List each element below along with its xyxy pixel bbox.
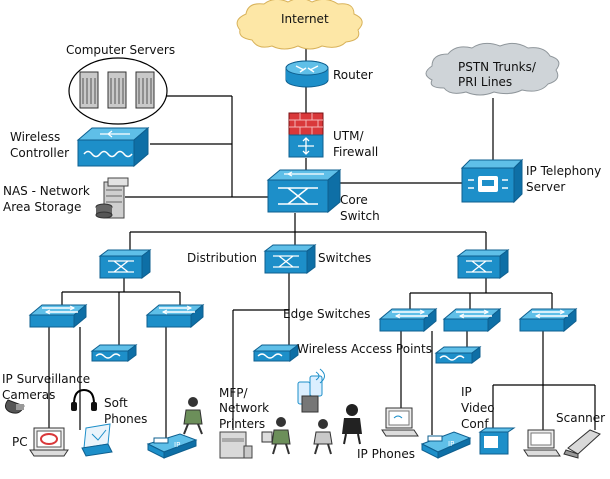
soft-phones-label-line1: Soft [104,396,128,410]
laptop-icon [81,423,113,457]
edge-switch-1-icon [29,304,87,328]
laptop-right-icon [523,429,561,457]
edge-switch-3-icon [379,308,437,332]
printer-icon [219,431,253,459]
distribution-switch-right-icon [457,249,509,279]
firewall-icon [288,112,324,158]
video-conference-icon [478,427,516,455]
distribution-switch-center-icon [264,244,316,274]
edge-switches-label: Edge Switches [283,307,370,321]
wireless-controller-label-line2: Controller [10,146,69,160]
pstn-cloud [425,42,560,96]
access-point-2-icon [253,344,299,362]
surveillance-label-line2: Cameras [2,388,55,402]
ip-telephony-server-icon [460,158,524,204]
distribution-switch-left-icon [99,249,151,279]
camera-icon [4,399,25,414]
pstn-label-line2: PRI Lines [458,75,512,89]
scanner-icon [563,429,601,459]
distribution-label: Distribution [187,251,257,265]
mfp-label-line1: MFP/ [219,386,248,400]
internet-cloud [236,0,363,50]
nas-label-line1: NAS - Network [3,184,90,198]
ip-video-label-line1: IP [461,385,472,399]
edge-switch-4-icon [443,308,501,332]
wireless-controller-icon [76,126,150,168]
ip-video-label-line2: Video [461,401,495,415]
svg-text:IP: IP [174,441,180,449]
users-group-icon [261,417,333,455]
scanner-label: Scanner [556,411,605,425]
pstn-label-line1: PSTN Trunks/ [458,60,537,74]
servers-label: Computer Servers [66,43,175,57]
core-switch-label-line2: Switch [340,209,380,223]
wap-label: Wireless Access Points [297,342,432,356]
soft-phones-label-line2: Phones [104,412,147,426]
edge-switch-5-icon [519,308,577,332]
pc-icon [29,427,69,457]
pc-label: PC [12,435,28,449]
internet-label: Internet [281,12,329,26]
utm-label-line1: UTM/ [333,129,364,143]
workstation-icon [381,407,419,437]
router-label: Router [333,68,373,82]
mfp-label-line3: Printers [219,417,265,431]
headset-icon [71,388,97,411]
nas-icon [95,177,129,219]
edge-switch-2-icon [146,304,204,328]
access-point-3-icon [435,346,481,364]
mfp-label-line2: Network [219,401,269,415]
svg-text:IP: IP [448,440,454,448]
wireless-controller-label-line1: Wireless [10,130,60,144]
router-icon [285,60,329,88]
servers-icon [68,57,168,125]
ip-phone-icon: IP [146,433,198,459]
core-switch-icon [266,168,342,214]
ip-telephony-label-line2: Server [526,180,565,194]
ip-phones-label: IP Phones [357,447,415,461]
user-person-icon [183,397,203,435]
nas-label-line2: Area Storage [3,200,81,214]
seated-user-icon [342,404,362,445]
core-switch-label-line1: Core [340,193,368,207]
ip-phone-right-icon: IP [420,431,472,459]
switches-label: Switches [318,251,371,265]
access-point-1-icon [91,344,137,362]
ip-telephony-label-line1: IP Telephony [526,164,601,178]
wireless-devices-icon [297,368,325,413]
ip-video-label-line3: Conf [461,417,489,431]
utm-label-line2: Firewall [333,145,378,159]
surveillance-label-line1: IP Surveillance [2,372,90,386]
